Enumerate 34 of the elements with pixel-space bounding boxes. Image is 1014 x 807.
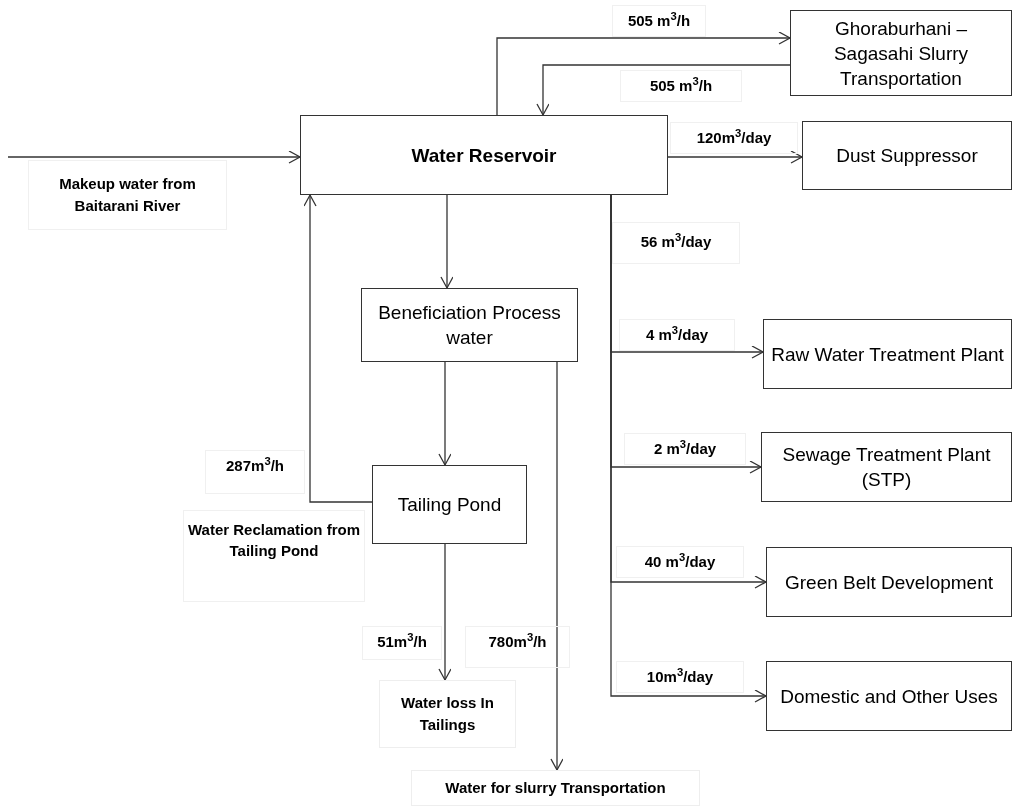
edge-label: 40 m$^{3}$/day: [616, 546, 744, 578]
process-box: Domestic and Other Uses: [766, 661, 1012, 731]
edge-label: 505 m$^{3}$/h: [620, 70, 742, 102]
arrow: [496, 31, 791, 116]
process-box: Water Reservoir: [300, 115, 668, 195]
arrow: [303, 194, 373, 503]
arrow: [7, 150, 301, 164]
arrow: [550, 361, 564, 771]
note-label: Water Reclamation from Tailing Pond: [183, 510, 365, 602]
arrow: [440, 194, 454, 289]
edge-label: 287m$^{3}$/h: [205, 450, 305, 494]
process-box: Sewage Treatment Plant (STP): [761, 432, 1012, 502]
edge-label: 505 m$^{3}$/h: [612, 5, 706, 37]
arrow: [536, 64, 791, 116]
edge-label: 2 m$^{3}$/day: [624, 433, 746, 465]
edge-label: 51m$^{3}$/h: [362, 626, 442, 660]
arrow: [610, 194, 767, 703]
process-box: Ghoraburhani – Sagasahi Slurry Transportation: [790, 10, 1012, 96]
edge-label: 4 m$^{3}$/day: [619, 319, 735, 351]
output-box: Water loss In Tailings: [379, 680, 516, 748]
arrow: [667, 150, 803, 164]
process-box: Raw Water Treatment Plant: [763, 319, 1012, 389]
process-box: Beneficiation Process water: [361, 288, 578, 362]
edge-label: 780m$^{3}$/h: [465, 626, 570, 668]
process-box: Dust Suppressor: [802, 121, 1012, 190]
arrow: [438, 543, 452, 681]
edge-label: 120m$^{3}$/day: [670, 122, 798, 154]
process-box: Tailing Pond: [372, 465, 527, 544]
arrow: [438, 361, 452, 466]
edge-label: Makeup water from Baitarani River: [28, 160, 227, 230]
edge-label: 10m$^{3}$/day: [616, 661, 744, 693]
process-box: Green Belt Development: [766, 547, 1012, 617]
output-box: Water for slurry Transportation: [411, 770, 700, 806]
flow-label: 56 m$^{3}$/day: [612, 222, 740, 264]
